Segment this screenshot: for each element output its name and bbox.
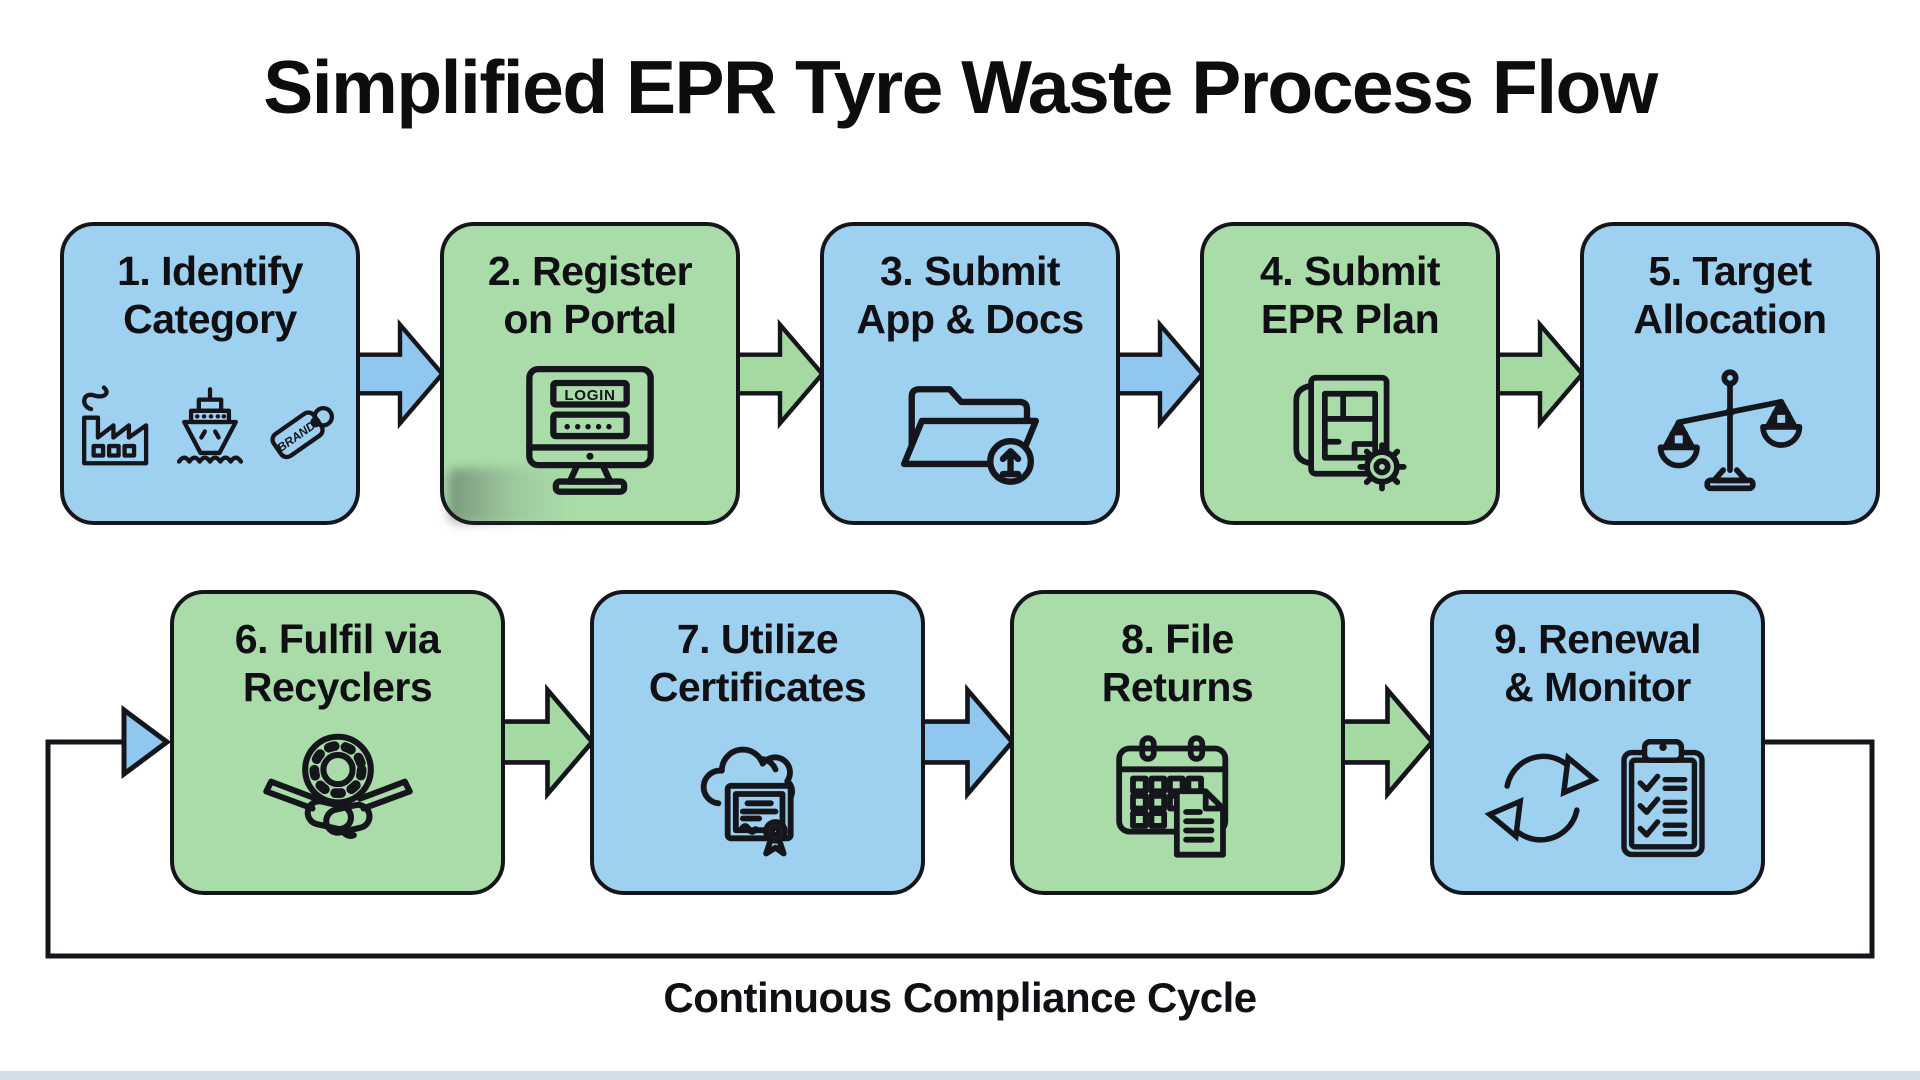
cloud-certificate-icon <box>700 746 795 856</box>
password-dots: ••••• <box>564 416 616 437</box>
loop-entry-arrowhead <box>121 705 172 779</box>
blueprint-gear-icon <box>1293 374 1407 492</box>
page-title: Simplified EPR Tyre Waste Process Flow <box>263 45 1658 129</box>
arrow-step6-to-step7 <box>501 683 594 801</box>
arrow-step1-to-step2 <box>356 318 444 430</box>
factory-icon <box>82 385 149 466</box>
step-4-icons <box>1204 343 1496 521</box>
step-9-title: 9. Renewal& Monitor <box>1494 616 1701 710</box>
step-3-icons <box>824 343 1116 521</box>
step-8-icons <box>1014 711 1341 891</box>
ship-icon <box>176 387 244 464</box>
bottom-edge-bar <box>0 1071 1920 1080</box>
balance-scale-icon <box>1657 369 1803 492</box>
step-box-9: 9. Renewal& Monitor <box>1430 590 1765 895</box>
tyre-handshake-icon <box>262 733 413 839</box>
brand-tag-icon: BRAND <box>270 406 335 460</box>
step-6-icons <box>174 711 501 891</box>
arrow-step7-to-step8 <box>921 683 1014 801</box>
calendar-document-icon <box>1115 735 1228 858</box>
folder-upload-icon <box>900 385 1040 485</box>
step-5-icons <box>1584 343 1876 521</box>
arrow-step2-to-step3 <box>736 318 824 430</box>
login-text: LOGIN <box>564 387 615 404</box>
refresh-arrows-icon <box>1484 752 1599 843</box>
arrow-step8-to-step9 <box>1341 683 1434 801</box>
cycle-label: Continuous Compliance Cycle <box>663 974 1257 1021</box>
step-7-icons <box>594 711 921 891</box>
step-1-icons: BRAND <box>64 343 356 521</box>
step-2-icons: LOGIN ••••• <box>444 343 736 521</box>
login-monitor-icon: LOGIN ••••• <box>526 365 654 495</box>
checklist-clipboard-icon <box>1620 739 1705 858</box>
step-9-icons <box>1434 711 1761 891</box>
arrow-step4-to-step5 <box>1496 318 1584 430</box>
arrow-step3-to-step4 <box>1116 318 1204 430</box>
